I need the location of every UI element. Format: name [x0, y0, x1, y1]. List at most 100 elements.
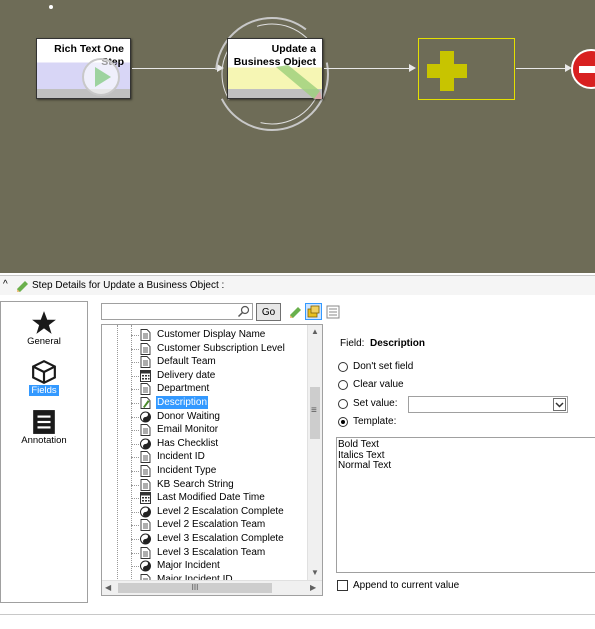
tree-item-label: Incident Type	[157, 465, 217, 476]
cube-icon	[32, 359, 56, 385]
plus-icon	[427, 51, 467, 91]
tree-item[interactable]: Donor Waiting	[102, 410, 308, 424]
nav-item-annotation[interactable]: Annotation	[1, 409, 87, 446]
tree-item-label: Donor Waiting	[157, 410, 220, 422]
tree-item[interactable]: Level 2 Escalation Team	[102, 518, 308, 532]
radio-set-value[interactable]	[338, 399, 348, 409]
text-field-icon	[140, 546, 151, 559]
vertical-scrollbar[interactable]: ▲ ≡ ▼	[307, 325, 322, 582]
search-icon[interactable]	[237, 305, 250, 318]
tree-item-label: Level 3 Escalation Complete	[157, 533, 284, 544]
text-field-icon	[140, 451, 151, 464]
connector-line	[324, 68, 409, 69]
radio-template[interactable]	[338, 417, 348, 427]
tree-item-label: KB Search String	[157, 478, 234, 490]
field-label: Field:	[340, 338, 365, 349]
tree-item[interactable]: Customer Subscription Level	[102, 342, 308, 356]
field-list-icon[interactable]	[326, 305, 340, 319]
stop-icon[interactable]	[571, 49, 595, 89]
tree-guide-line	[131, 403, 139, 404]
tree-item-label: Department	[157, 383, 210, 395]
field-value: Description	[370, 338, 426, 349]
horizontal-scrollbar[interactable]: ◀ III ▶	[102, 580, 322, 595]
text-field-icon	[140, 478, 151, 491]
text-field-icon	[140, 465, 151, 477]
workflow-node-rich-text-one-step[interactable]: Rich Text One Step	[36, 38, 131, 99]
workflow-canvas[interactable]: Rich Text One Step Update a Business Obj…	[0, 0, 595, 273]
tree-item[interactable]: KB Search String	[102, 478, 308, 492]
text-field-icon	[140, 424, 151, 437]
radio-dont-set-field[interactable]	[338, 362, 348, 372]
boolean-field-icon	[140, 411, 151, 423]
tree-guide-line	[131, 335, 139, 336]
set-value-select[interactable]	[408, 396, 568, 413]
tree-guide-line	[131, 362, 139, 364]
nav-item-fields[interactable]: Fields	[1, 359, 87, 396]
tree-item[interactable]: Description	[102, 396, 308, 410]
tree-guide-line	[131, 471, 139, 472]
scroll-thumb[interactable]: III	[118, 583, 272, 593]
tree-item[interactable]: Incident ID	[102, 450, 308, 464]
tree-item-label: Default Team	[157, 356, 216, 368]
option-label: Don't set field	[353, 361, 414, 372]
tree-item[interactable]: Has Checklist	[102, 437, 308, 451]
scroll-right-arrow-icon[interactable]: ▶	[310, 583, 317, 592]
tree-guide-line	[131, 525, 139, 527]
tree-guide-line	[131, 348, 139, 350]
template-editor[interactable]: Bold Text Italics Text Normal Text	[336, 437, 595, 573]
tree-item-label: Has Checklist	[157, 437, 219, 449]
nav-item-label: General	[27, 336, 61, 347]
tree-guide-line	[131, 430, 139, 432]
edit-pencil-icon	[276, 65, 322, 99]
tree-item-label: Last Modified Date Time	[157, 492, 265, 504]
tree-item[interactable]: Default Team	[102, 355, 308, 369]
annotation-icon	[33, 410, 55, 434]
radio-clear-value[interactable]	[338, 380, 348, 390]
tree-item-label: Customer Display Name	[157, 329, 266, 340]
tree-item[interactable]: Level 2 Escalation Complete	[102, 505, 308, 519]
add-step-button[interactable]	[418, 38, 515, 100]
connector-arrow	[409, 64, 416, 72]
boolean-field-icon	[140, 506, 151, 518]
scroll-left-arrow-icon[interactable]: ◀	[105, 583, 112, 592]
text-field-icon	[140, 356, 151, 369]
append-checkbox[interactable]	[337, 580, 348, 591]
text-field-icon	[140, 329, 151, 341]
tree-item[interactable]: Department	[102, 382, 308, 396]
tree-item-label: Incident ID	[157, 451, 205, 463]
tree-item-label: Major Incident ID	[156, 573, 234, 586]
scroll-down-arrow-icon[interactable]: ▼	[311, 568, 319, 577]
tree-guide-line	[131, 325, 132, 595]
scroll-thumb[interactable]: ≡	[310, 387, 320, 439]
tree-item[interactable]: Level 3 Escalation Team	[102, 546, 308, 560]
go-button[interactable]: Go	[256, 303, 281, 321]
nav-item-general[interactable]: General	[1, 310, 87, 347]
workflow-node-update-business-object[interactable]: Update a Business Object	[227, 38, 323, 99]
tree-guide-line	[131, 511, 139, 513]
field-search-input[interactable]	[101, 303, 253, 320]
fields-icon	[307, 305, 320, 318]
collapse-chevron-icon[interactable]: ^	[3, 279, 8, 290]
scroll-up-arrow-icon[interactable]: ▲	[311, 327, 319, 336]
divider	[0, 614, 595, 615]
option-label: Template:	[353, 416, 397, 427]
node-label: Update a Business Object	[233, 43, 316, 68]
tree-item[interactable]: Incident Type	[102, 464, 308, 478]
tree-item[interactable]: Major Incident	[102, 559, 308, 573]
dropdown-button[interactable]	[553, 398, 566, 411]
edit-pencil-icon[interactable]	[288, 305, 302, 319]
tree-item-label: Level 2 Escalation Team	[157, 519, 266, 531]
tree-item[interactable]: Customer Display Name	[102, 328, 308, 342]
connector-line	[516, 68, 566, 69]
star-icon	[32, 311, 56, 334]
tree-item[interactable]: Email Monitor	[102, 423, 308, 437]
nav-item-label: Annotation	[21, 435, 67, 446]
tree-item[interactable]: Last Modified Date Time	[102, 491, 308, 505]
tree-item[interactable]: Level 3 Escalation Complete	[102, 532, 308, 546]
step-details-nav: General Fields Annotation	[0, 301, 88, 603]
boolean-field-icon	[140, 560, 151, 572]
tree-item[interactable]: Delivery date	[102, 369, 308, 383]
step-details-title: Step Details for Update a Business Objec…	[32, 280, 225, 291]
show-used-fields-toggle[interactable]	[305, 303, 322, 320]
